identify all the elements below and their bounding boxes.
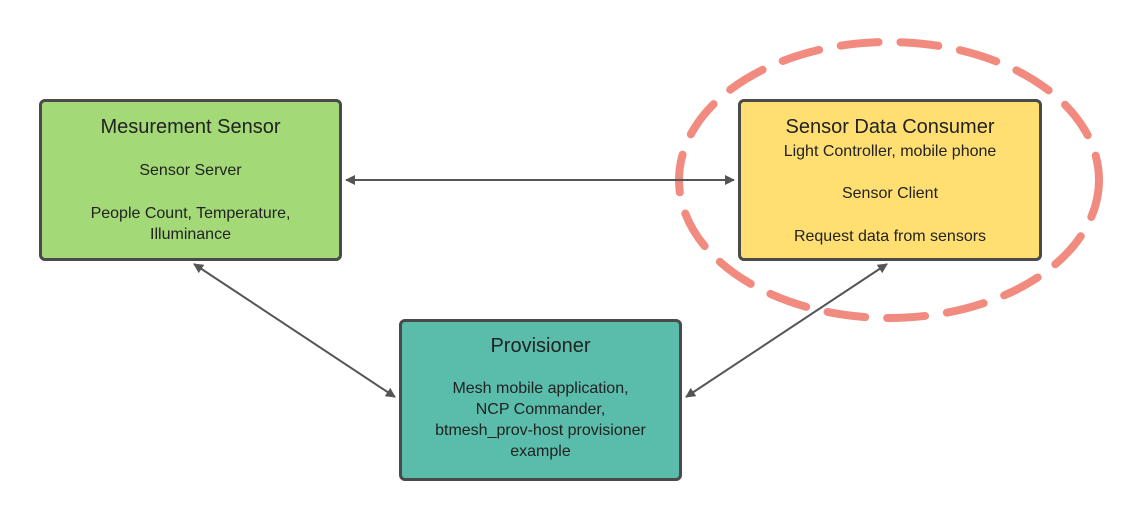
node-action: Request data from sensors — [793, 228, 987, 245]
node-role: Sensor Server — [139, 162, 242, 179]
node-title: Provisioner — [490, 335, 591, 357]
node-data-line: Illuminance — [150, 226, 231, 243]
node-line: NCP Commander, — [475, 401, 606, 418]
measurement-sensor-node: Mesurement Sensor Sensor Server People C… — [39, 99, 342, 261]
sensor-data-consumer-node: Sensor Data Consumer Light Controller, m… — [738, 99, 1042, 261]
provisioner-node: Provisioner Mesh mobile application, NCP… — [399, 319, 682, 481]
connector-consumer-provisioner — [685, 263, 888, 398]
node-data-line: People Count, Temperature, — [90, 205, 291, 222]
node-line: Mesh mobile application, — [452, 380, 629, 397]
node-devices: Light Controller, mobile phone — [783, 143, 997, 160]
node-line: btmesh_prov-host provisioner — [435, 422, 646, 439]
connector-sensor-provisioner — [193, 263, 396, 398]
node-role: Sensor Client — [841, 185, 939, 202]
node-line: example — [510, 443, 571, 460]
node-title: Mesurement Sensor — [100, 116, 281, 138]
node-title: Sensor Data Consumer — [785, 116, 995, 138]
